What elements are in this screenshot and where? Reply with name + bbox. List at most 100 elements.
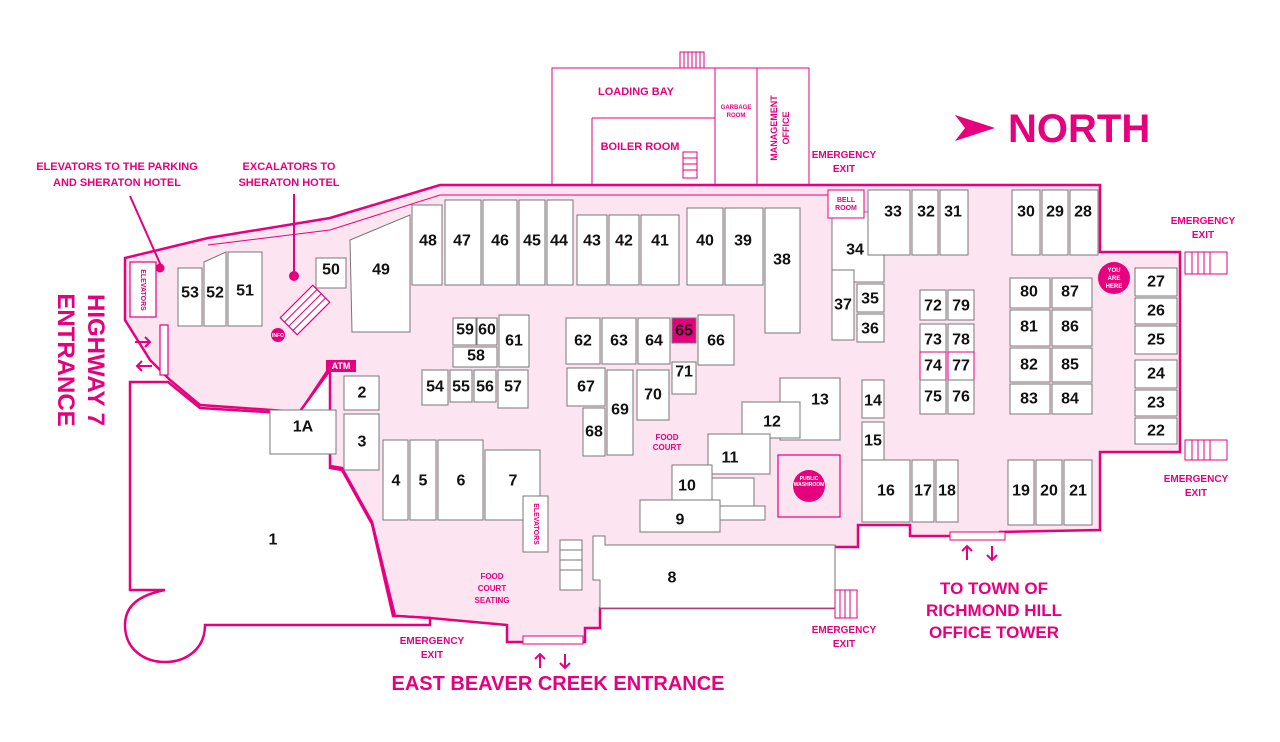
unit-label[interactable]: 17 — [914, 483, 932, 500]
unit-label[interactable]: 64 — [645, 333, 663, 350]
unit-label[interactable]: 7 — [509, 473, 518, 490]
unit-label[interactable]: 71 — [675, 364, 693, 381]
unit-label[interactable]: 1 — [269, 532, 278, 549]
unit-label[interactable]: 68 — [585, 424, 603, 441]
unit-label[interactable]: 45 — [523, 233, 541, 250]
unit-label[interactable]: 52 — [206, 285, 224, 302]
unit-label[interactable]: 19 — [1012, 483, 1030, 500]
unit-label[interactable]: 63 — [610, 333, 628, 350]
unit-label[interactable]: 25 — [1147, 332, 1165, 349]
unit-label[interactable]: 39 — [734, 233, 752, 250]
unit-label[interactable]: 51 — [236, 283, 254, 300]
unit-label[interactable]: 48 — [419, 233, 437, 250]
unit-label[interactable]: 37 — [834, 297, 852, 314]
unit-label[interactable]: 50 — [322, 262, 340, 279]
unit-label[interactable]: 87 — [1061, 284, 1079, 301]
unit-label[interactable]: 2 — [358, 385, 367, 402]
unit-label[interactable]: 82 — [1020, 357, 1038, 374]
unit-label[interactable]: 65 — [675, 323, 693, 340]
food-court-seating-label-2: COURT — [478, 584, 507, 593]
unit-label[interactable]: 22 — [1147, 423, 1165, 440]
unit-label[interactable]: 29 — [1046, 204, 1064, 221]
unit-label[interactable]: 72 — [924, 298, 942, 315]
unit-label[interactable]: 77 — [952, 358, 970, 375]
unit-label[interactable]: 56 — [476, 379, 494, 396]
info-label: INFO — [272, 333, 284, 339]
unit-label[interactable]: 5 — [419, 473, 428, 490]
unit-label[interactable]: 76 — [952, 389, 970, 406]
elevators-parking-label-1: ELEVATORS TO THE PARKING — [36, 161, 198, 173]
unit-label[interactable]: 42 — [615, 233, 633, 250]
unit-label[interactable]: 47 — [453, 233, 471, 250]
unit-label[interactable]: 35 — [861, 291, 879, 308]
unit-label[interactable]: 32 — [917, 204, 935, 221]
unit-label[interactable]: 3 — [358, 434, 367, 451]
unit-label[interactable]: 8 — [668, 570, 677, 587]
unit-label[interactable]: 62 — [574, 333, 592, 350]
escalators-icon — [279, 194, 331, 336]
unit-label[interactable]: 53 — [181, 285, 199, 302]
unit-label[interactable]: 69 — [611, 402, 629, 419]
unit-label[interactable]: 59 — [456, 322, 474, 339]
unit-labels: 1 1A 2 3 4 5 6 7 8 9 10 11 12 13 14 15 1… — [181, 204, 1165, 587]
unit-label[interactable]: 84 — [1061, 391, 1079, 408]
unit-label[interactable]: 21 — [1069, 483, 1087, 500]
unit-label[interactable]: 26 — [1147, 303, 1165, 320]
unit-label[interactable]: 61 — [505, 333, 523, 350]
unit-label[interactable]: 38 — [773, 252, 791, 269]
unit-label[interactable]: 11 — [722, 450, 739, 467]
unit-label[interactable]: 10 — [678, 478, 696, 495]
unit-label[interactable]: 81 — [1020, 319, 1038, 336]
unit-label[interactable]: 6 — [457, 473, 466, 490]
unit-label[interactable]: 34 — [846, 242, 864, 259]
unit-label[interactable]: 55 — [452, 379, 470, 396]
unit-label[interactable]: 70 — [644, 387, 662, 404]
unit-label[interactable]: 40 — [696, 233, 714, 250]
unit-label[interactable]: 57 — [504, 379, 522, 396]
unit-label[interactable]: 49 — [372, 262, 390, 279]
unit-label[interactable]: 33 — [884, 204, 902, 221]
unit-label[interactable]: 18 — [938, 483, 956, 500]
unit-label[interactable]: 27 — [1147, 274, 1165, 291]
unit-label[interactable]: 44 — [550, 233, 568, 250]
unit-label[interactable]: 67 — [577, 379, 595, 396]
unit-label[interactable]: 13 — [811, 392, 829, 409]
unit-label[interactable]: 1A — [293, 419, 314, 436]
unit-label[interactable]: 73 — [924, 332, 942, 349]
unit-label[interactable]: 41 — [651, 233, 669, 250]
north-label: NORTH — [1008, 107, 1150, 151]
bell-room-label-1: BELL — [837, 197, 856, 204]
center-unit-cluster — [421, 314, 735, 457]
unit-label[interactable]: 24 — [1147, 366, 1165, 383]
unit-label[interactable]: 36 — [861, 321, 879, 338]
unit-label[interactable]: 30 — [1017, 204, 1035, 221]
unit-label[interactable]: 23 — [1147, 395, 1165, 412]
unit-label[interactable]: 28 — [1074, 204, 1092, 221]
unit-label[interactable]: 12 — [763, 414, 781, 431]
unit-label[interactable]: 80 — [1020, 284, 1038, 301]
unit-label[interactable]: 74 — [924, 358, 942, 375]
unit-label[interactable]: 66 — [707, 333, 725, 350]
unit-label[interactable]: 78 — [952, 332, 970, 349]
unit-label[interactable]: 85 — [1061, 357, 1079, 374]
unit-label[interactable]: 9 — [676, 512, 685, 529]
unit-label[interactable]: 60 — [478, 322, 496, 339]
unit-label[interactable]: 43 — [583, 233, 601, 250]
unit-label[interactable]: 86 — [1061, 319, 1079, 336]
unit-label[interactable]: 75 — [924, 389, 942, 406]
unit-label[interactable]: 46 — [491, 233, 509, 250]
unit-label[interactable]: 83 — [1020, 391, 1038, 408]
unit-label[interactable]: 58 — [467, 348, 485, 365]
info-icon — [271, 328, 285, 342]
unit-label[interactable]: 16 — [877, 483, 895, 500]
unit-label[interactable]: 54 — [426, 379, 444, 396]
unit-label[interactable]: 79 — [952, 298, 970, 315]
management-office-label-1: MANAGEMENT — [769, 95, 779, 161]
unit-label[interactable]: 20 — [1040, 483, 1058, 500]
unit-label[interactable]: 15 — [864, 433, 882, 450]
emergency-exit-label: EXIT — [421, 650, 443, 661]
unit-label[interactable]: 4 — [392, 473, 401, 490]
unit-label[interactable]: 14 — [864, 393, 882, 410]
unit-label[interactable]: 31 — [944, 204, 962, 221]
